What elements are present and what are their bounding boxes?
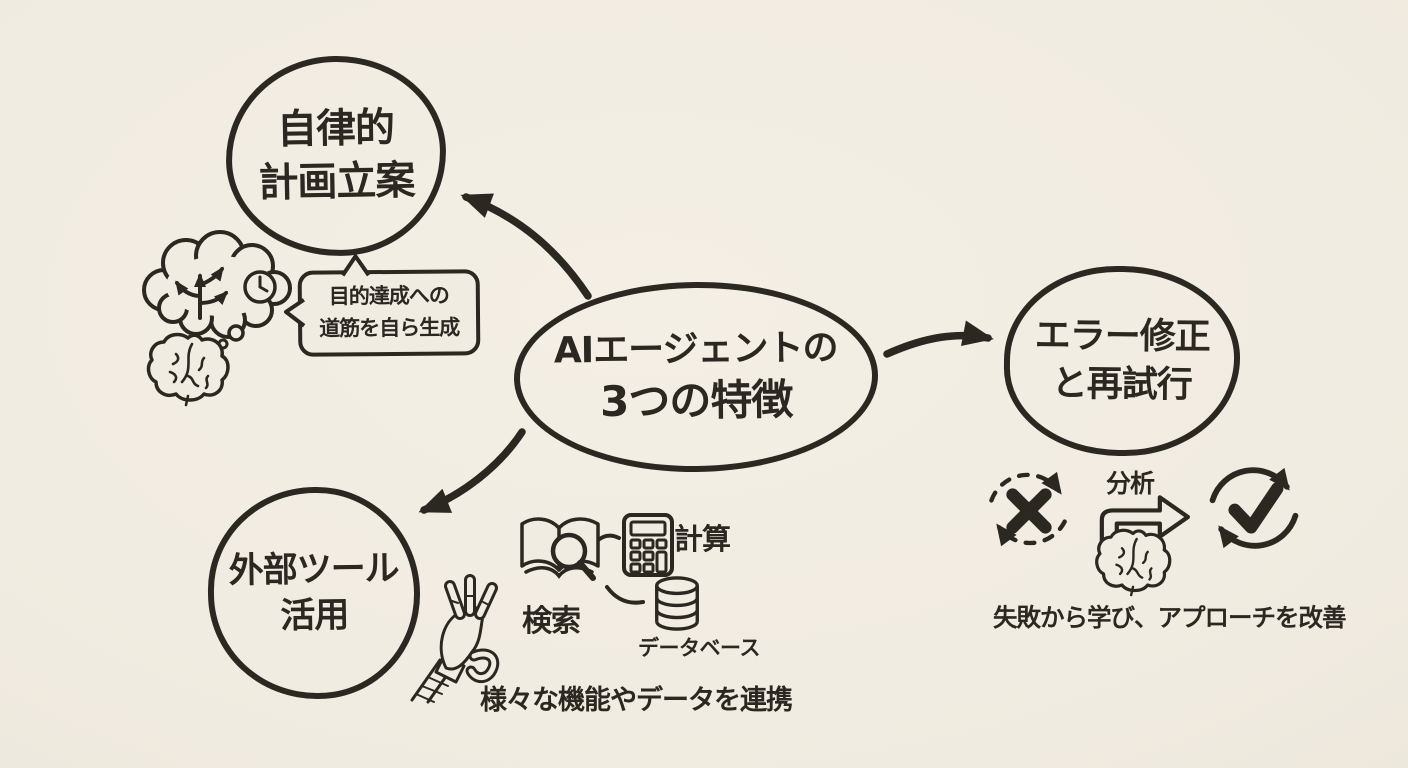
brain-icon <box>146 332 230 407</box>
brain-icon <box>1095 528 1172 597</box>
fail-cycle-icon <box>989 471 1067 547</box>
fail-x-mark <box>1006 488 1052 534</box>
planning-bubble: 目的達成への 道筋を自ら生成 <box>283 254 481 357</box>
analysis-arrow-icon <box>1099 495 1191 547</box>
arrow-center-to-tools <box>418 428 526 514</box>
database-icon <box>655 576 699 631</box>
bubble-tail-up <box>341 254 371 277</box>
center-node-line2: 3つの特徴 <box>599 375 793 427</box>
calculator-label: 計算 <box>674 522 731 556</box>
error-caption: 失敗から学び、アプローチを改善 <box>993 603 1346 632</box>
thought-trail-bubble <box>227 324 245 342</box>
calculator-icon <box>622 513 674 577</box>
planning-bubble-line1: 目的達成への <box>328 283 449 309</box>
search-label: 検索 <box>522 604 581 639</box>
tools-node-line2: 活用 <box>280 595 349 637</box>
arrow-center-to-planning <box>460 193 592 300</box>
error-node-line1: エラー修正 <box>1034 315 1210 359</box>
success-check-mark <box>1228 482 1284 534</box>
tools-caption: 様々な機能やデータを連携 <box>480 685 793 716</box>
planning-node-line1: 自律的 <box>276 105 395 154</box>
retry-cycle-icon <box>1209 467 1299 549</box>
connector-book-database <box>605 585 645 605</box>
error-node-line2: と再試行 <box>1051 363 1192 406</box>
clock-icon <box>243 270 277 304</box>
analysis-label: 分析 <box>1106 469 1155 498</box>
planning-node-line2: 計画立案 <box>258 157 415 207</box>
tools-node-line1: 外部ツール <box>228 548 399 591</box>
branching-arrows-icon <box>175 266 229 320</box>
thought-cloud-icon <box>142 230 292 350</box>
planning-bubble-line2: 道筋を自ら生成 <box>319 314 460 341</box>
book-search-icon <box>520 517 600 581</box>
robot-hand-icon <box>410 574 500 704</box>
database-label: データベース <box>638 636 760 660</box>
center-node-line1: AIエージェントの <box>553 327 838 372</box>
bubble-tail-left <box>283 298 306 328</box>
arrow-center-to-error <box>883 320 994 358</box>
magnifier-icon <box>550 532 596 581</box>
